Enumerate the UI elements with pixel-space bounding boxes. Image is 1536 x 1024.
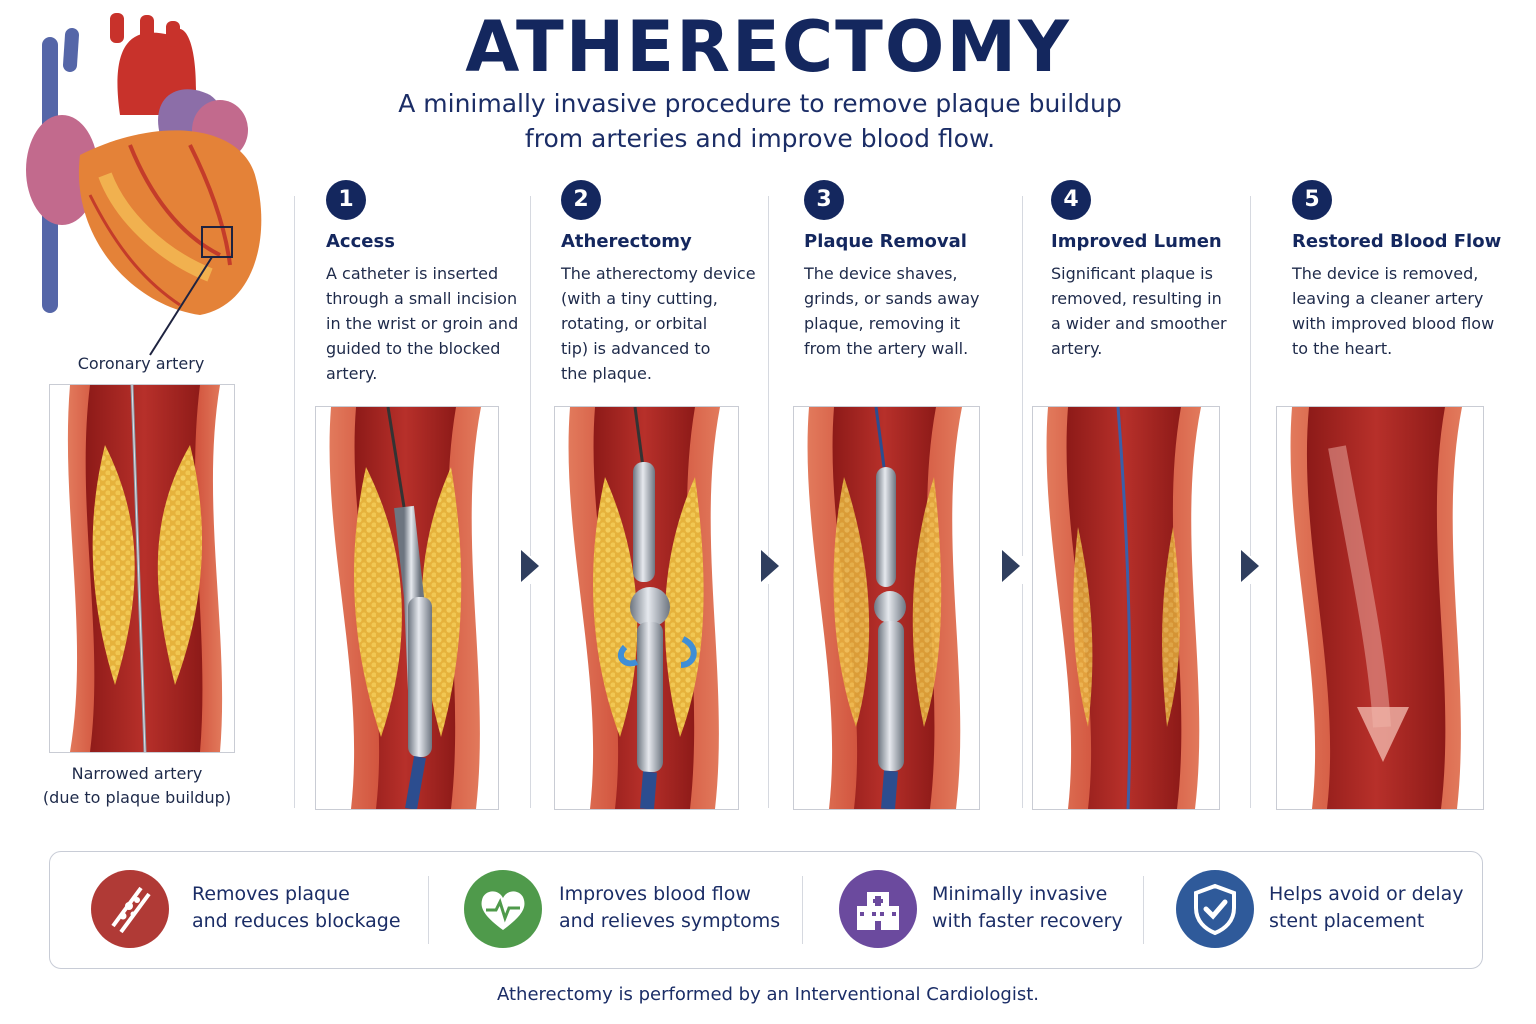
step-4-description-line: Significant plaque is bbox=[1051, 264, 1213, 283]
step-2-description-line: rotating, or orbital bbox=[561, 314, 708, 333]
narrowed-caption-line-2: (due to plaque buildup) bbox=[42, 788, 232, 807]
column-divider bbox=[294, 196, 295, 808]
arrow-right-icon bbox=[1241, 550, 1259, 582]
step-1-description-line: in the wrist or groin and bbox=[326, 314, 519, 333]
benefit-3-line1: Minimally invasive bbox=[932, 883, 1108, 905]
column-divider bbox=[1022, 196, 1023, 556]
step-3-description: The device shaves, grinds, or sands away p… bbox=[804, 261, 979, 361]
step-5-number: 5 bbox=[1292, 180, 1332, 220]
column-divider bbox=[530, 196, 531, 556]
column-divider bbox=[1250, 196, 1251, 556]
subtitle: A minimally invasive procedure to remove… bbox=[330, 86, 1190, 156]
step-5-description-line: leaving a cleaner artery bbox=[1292, 289, 1484, 308]
benefit-4-text: Helps avoid or delay stent placement bbox=[1269, 881, 1464, 935]
benefit-divider bbox=[428, 876, 429, 944]
shield-check-icon bbox=[1176, 870, 1254, 948]
step-1-number: 1 bbox=[326, 180, 366, 220]
step-3-description-line: grinds, or sands away bbox=[804, 289, 980, 308]
benefit-3-line2: with faster recovery bbox=[932, 910, 1123, 932]
step-2-description-line: the plaque. bbox=[561, 364, 652, 383]
arrow-right-icon bbox=[1002, 550, 1020, 582]
benefit-4-line1: Helps avoid or delay bbox=[1269, 883, 1464, 905]
step-2-number: 2 bbox=[561, 180, 601, 220]
column-divider bbox=[1250, 584, 1251, 808]
step-1-description-line: A catheter is inserted bbox=[326, 264, 499, 283]
step-4-description: Significant plaque is removed, resulting … bbox=[1051, 261, 1227, 361]
step-2-title: Atherectomy bbox=[561, 231, 692, 252]
step-4-description-line: removed, resulting in bbox=[1051, 289, 1222, 308]
footer-note: Atherectomy is performed by an Intervent… bbox=[497, 984, 1039, 1005]
step-1-description-line: guided to the blocked bbox=[326, 339, 501, 358]
step-4-description-line: artery. bbox=[1051, 339, 1103, 358]
page-title: ATHERECTOMY bbox=[465, 6, 1071, 88]
coronary-artery-label: Coronary artery bbox=[77, 354, 205, 373]
step-4-illustration bbox=[1032, 406, 1220, 810]
step-5-illustration bbox=[1276, 406, 1484, 810]
step-5-description-line: to the heart. bbox=[1292, 339, 1393, 358]
column-divider bbox=[530, 584, 531, 808]
subtitle-line-1: A minimally invasive procedure to remove… bbox=[398, 89, 1122, 118]
column-divider bbox=[768, 584, 769, 808]
step-4-description-line: a wider and smoother bbox=[1051, 314, 1227, 333]
benefit-2-line1: Improves blood flow bbox=[559, 883, 751, 905]
step-1-description-line: artery. bbox=[326, 364, 378, 383]
step-1-description-line: through a small incision bbox=[326, 289, 518, 308]
step-1-title: Access bbox=[326, 231, 395, 252]
benefit-4-line2: stent placement bbox=[1269, 910, 1425, 932]
step-2-description-line: (with a tiny cutting, bbox=[561, 289, 718, 308]
step-2-illustration bbox=[554, 406, 739, 810]
step-1-description: A catheter is inserted through a small in… bbox=[326, 261, 518, 386]
narrowed-artery-panel bbox=[49, 384, 235, 753]
narrowed-caption-line-1: Narrowed artery bbox=[71, 764, 203, 783]
step-3-description-line: from the artery wall. bbox=[804, 339, 969, 358]
step-3-title: Plaque Removal bbox=[804, 231, 967, 252]
step-4-title: Improved Lumen bbox=[1051, 231, 1222, 252]
step-2-description: The atherectomy device (with a tiny cutti… bbox=[561, 261, 756, 386]
step-3-description-line: plaque, removing it bbox=[804, 314, 961, 333]
step-3-illustration bbox=[793, 406, 980, 810]
hospital-icon bbox=[839, 870, 917, 948]
narrowed-artery-caption: Narrowed artery (due to plaque buildup) bbox=[30, 762, 244, 810]
artery-plaque-icon bbox=[91, 870, 169, 948]
step-2-description-line: The atherectomy device bbox=[561, 264, 756, 283]
arrow-right-icon bbox=[761, 550, 779, 582]
step-5-description: The device is removed, leaving a cleaner … bbox=[1292, 261, 1494, 361]
heart-illustration bbox=[10, 5, 272, 325]
benefit-divider bbox=[802, 876, 803, 944]
benefit-divider bbox=[1143, 876, 1144, 944]
column-divider bbox=[768, 196, 769, 556]
benefit-2-line2: and relieves symptoms bbox=[559, 910, 781, 932]
step-2-description-line: tip) is advanced to bbox=[561, 339, 711, 358]
step-5-description-line: with improved blood flow bbox=[1292, 314, 1495, 333]
step-5-title: Restored Blood Flow bbox=[1292, 231, 1502, 252]
benefit-1-line1: Removes plaque bbox=[192, 883, 350, 905]
step-3-number: 3 bbox=[804, 180, 844, 220]
benefit-1-text: Removes plaque and reduces blockage bbox=[192, 881, 401, 935]
arrow-right-icon bbox=[521, 550, 539, 582]
benefit-2-text: Improves blood flow and relieves symptoms bbox=[559, 881, 780, 935]
benefit-3-text: Minimally invasive with faster recovery bbox=[932, 881, 1123, 935]
step-3-description-line: The device shaves, bbox=[804, 264, 958, 283]
benefit-1-line2: and reduces blockage bbox=[192, 910, 401, 932]
heart-pulse-icon bbox=[464, 870, 542, 948]
step-1-illustration bbox=[315, 406, 499, 810]
subtitle-line-2: from arteries and improve blood flow. bbox=[524, 124, 996, 153]
step-4-number: 4 bbox=[1051, 180, 1091, 220]
column-divider bbox=[1022, 584, 1023, 808]
step-5-description-line: The device is removed, bbox=[1292, 264, 1479, 283]
